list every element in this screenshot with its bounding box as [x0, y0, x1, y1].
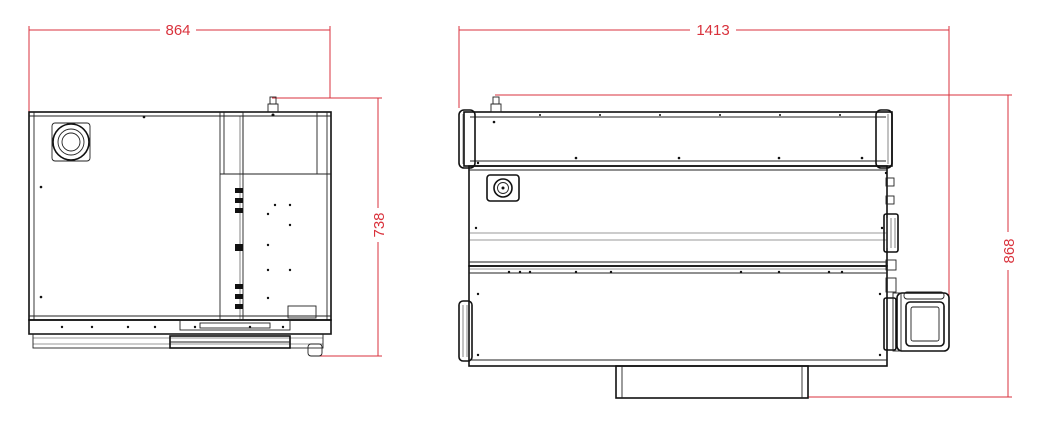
fan-icon: [51, 122, 91, 162]
control-box: [892, 291, 950, 352]
front-width-label: 1413: [696, 22, 729, 39]
side-height-label: 738: [371, 212, 388, 237]
front-view: 1413 868: [458, 21, 1018, 399]
side-base: [28, 319, 332, 357]
connector-icon: [486, 174, 520, 202]
front-middle-housing: [468, 165, 899, 267]
side-width-label: 864: [165, 22, 190, 39]
front-base: [615, 365, 809, 399]
latches: [235, 188, 243, 309]
side-screws: [39, 115, 292, 300]
front-width-dimension: 1413: [458, 21, 950, 300]
front-height-dimension: 868: [495, 94, 1018, 398]
front-lower-housing: [458, 259, 897, 367]
side-housing: [28, 96, 332, 321]
side-width-dimension: 864: [28, 21, 331, 118]
front-height-label: 868: [1001, 238, 1018, 263]
front-upper-housing: [458, 96, 893, 169]
side-view: 864 738: [28, 21, 388, 357]
side-height-dimension: 738: [272, 97, 388, 357]
